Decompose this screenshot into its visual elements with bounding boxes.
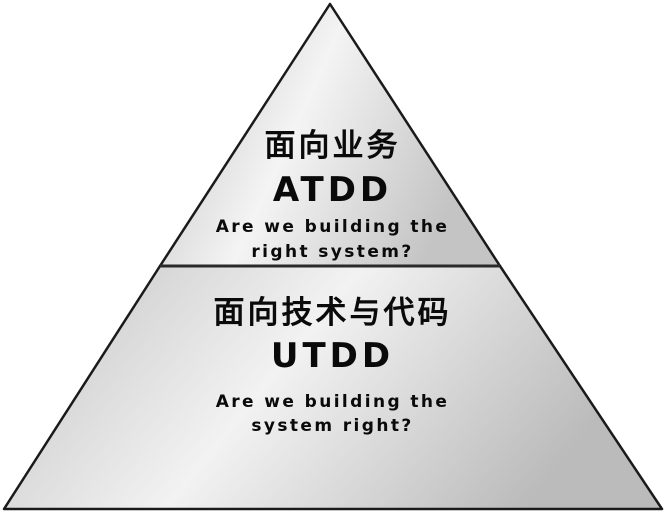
top-layer-question-line2: right system? <box>251 242 414 262</box>
bottom-layer-question-line1: Are we building the <box>215 392 450 412</box>
bottom-layer-acronym: UTDD <box>270 336 395 376</box>
top-layer-acronym: ATDD <box>272 170 393 210</box>
top-layer-question-line1: Are we building the <box>215 217 450 237</box>
bottom-layer-question-line2: system right? <box>251 416 414 436</box>
bottom-layer-heading: 面向技术与代码 <box>213 295 452 331</box>
top-layer-heading: 面向业务 <box>264 128 401 164</box>
